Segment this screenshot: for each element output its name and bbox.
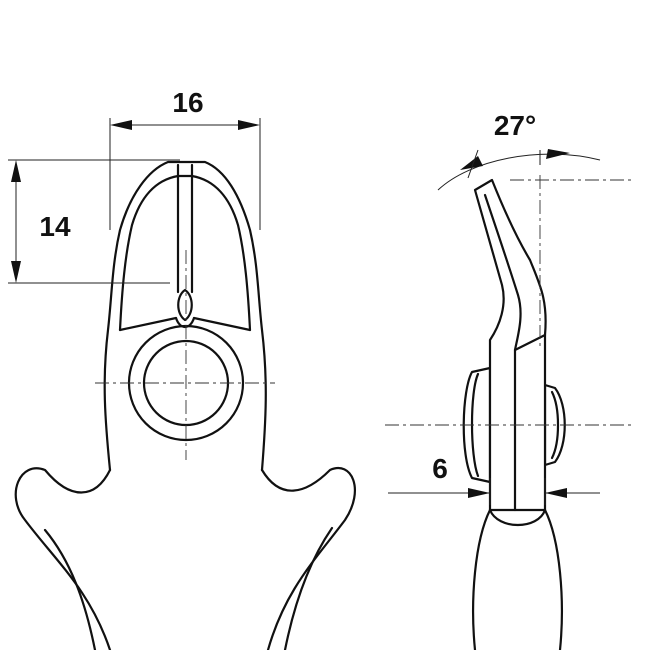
rivet-head-left-inner bbox=[470, 372, 480, 478]
rivet-head-left bbox=[462, 366, 492, 484]
head-thickness-label: 6 bbox=[432, 453, 448, 484]
left-handle bbox=[14, 467, 112, 650]
joint-line-left bbox=[118, 316, 178, 332]
length-dimension: 14 bbox=[8, 159, 180, 284]
jaw-width-label: 16 bbox=[172, 87, 203, 118]
angle-dimension: 27° bbox=[437, 110, 601, 191]
right-handle-inner bbox=[283, 526, 334, 650]
rivet-head-right-inner bbox=[550, 390, 560, 460]
jaw-joint-slot bbox=[177, 288, 193, 322]
side-handle bbox=[472, 508, 563, 650]
jaw-tip bbox=[176, 163, 194, 178]
jaw-inner-outline bbox=[118, 174, 252, 332]
right-handle bbox=[260, 467, 356, 650]
pliers-head-outline bbox=[103, 160, 267, 472]
side-handle-inner bbox=[488, 508, 547, 527]
front-view: 16 14 bbox=[8, 87, 356, 650]
thickness-dimension: 6 bbox=[388, 453, 600, 505]
head-angle-label: 27° bbox=[494, 110, 536, 141]
side-head-outline bbox=[473, 178, 547, 512]
side-view: 27° 6 bbox=[385, 110, 632, 650]
left-handle-inner bbox=[43, 528, 97, 650]
joint-line-right bbox=[192, 316, 252, 332]
width-dimension: 16 bbox=[109, 87, 261, 230]
jaw-length-label: 14 bbox=[39, 211, 71, 242]
side-head-inner-line bbox=[483, 193, 522, 512]
